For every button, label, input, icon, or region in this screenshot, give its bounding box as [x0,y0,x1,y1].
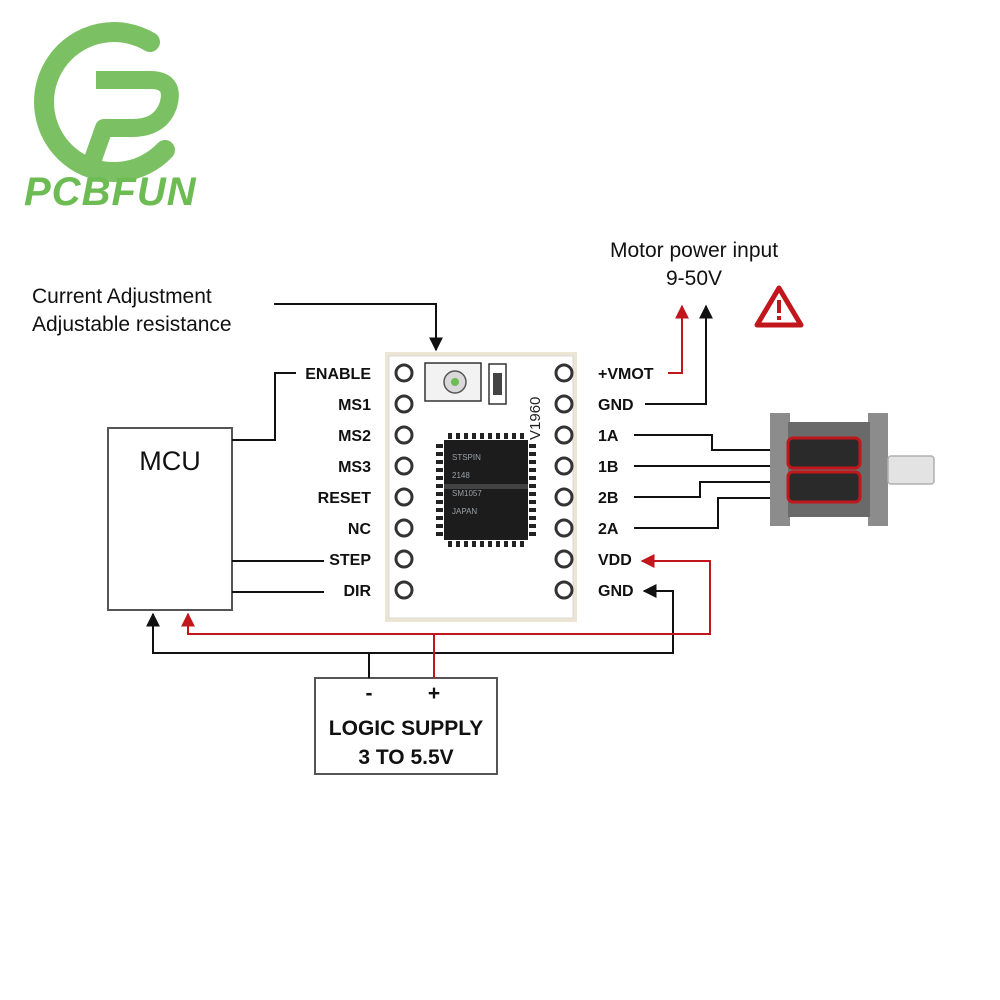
logic-power-wire [181,554,711,678]
chip-marking-2: SM1057 [452,489,482,498]
pin-label-ms1: MS1 [338,397,371,414]
motor-power-label-2: 9-50V [666,267,722,290]
pin-label-2b-4: 2B [598,490,618,507]
pin-label-gnd-1: GND [598,397,634,414]
pad-right-2b-4 [554,487,574,507]
pad-right-1b-3 [554,456,574,476]
pad-right-2a-5 [554,518,574,538]
supply-minus-label: - [366,682,373,705]
chip-marking-1: 2148 [452,471,470,480]
pin-label-enable: ENABLE [305,366,371,383]
warning-triangle-icon [754,285,804,328]
pad-right-vdd-6 [554,549,574,569]
pad-left-enable [394,363,414,383]
pin-label-dir: DIR [343,583,371,600]
board-marking: V1960 [527,397,544,440]
pin-label-vdd-6: VDD [598,552,632,569]
pin-label-1a-2: 1A [598,428,619,445]
motor-power-label-1: Motor power input [610,239,778,262]
logic-supply-box [314,677,498,775]
chip-marking-3: JAPAN [452,507,477,516]
chip-marking-0: STSPIN [452,453,481,462]
right-pins: +VMOT GND 1A 1B 2B 2A VDD GND [554,363,654,600]
pin-label-ms2: MS2 [338,428,371,445]
pin-label-gnd-7: GND [598,583,634,600]
pad-left-ms3 [394,456,414,476]
current-adjust-arrow [274,303,443,352]
chip-pins [436,433,536,547]
pin-label-2a-5: 2A [598,521,619,538]
supply-plus-label: + [428,682,440,705]
pin-label-1b-3: 1B [598,459,618,476]
potentiometer-icon [424,362,482,402]
pcbfun-logo-icon [34,22,179,182]
mcu-label: MCU [139,446,201,476]
ground-wire [146,584,674,678]
vmot-wire [668,304,689,374]
pad-left-reset [394,487,414,507]
logo-text: PCBFUN [24,170,197,214]
mcu-box [107,427,233,611]
pad-right-vmot-0 [554,363,574,383]
stepper-motor-icon [770,413,935,526]
logic-supply-label-1: LOGIC SUPPLY [329,717,483,740]
logic-supply-label-2: 3 TO 5.5V [358,746,453,769]
pad-left-dir [394,580,414,600]
current-adjust-label-1: Current Adjustment [32,285,212,308]
current-adjust-label-2: Adjustable resistance [32,313,232,336]
pin-label-reset: RESET [318,490,372,507]
pin-label-step: STEP [329,552,371,569]
control-wires [232,372,324,593]
pad-left-nc [394,518,414,538]
pad-right-1a-2 [554,425,574,445]
pin-label-ms3: MS3 [338,459,371,476]
pin-label-vmot-0: +VMOT [598,366,654,383]
pad-left-ms1 [394,394,414,414]
brand-logo: PCBFUN [24,22,197,214]
pad-left-step [394,549,414,569]
pad-right-gnd-1 [554,394,574,414]
pad-right-gnd-7 [554,580,574,600]
pad-left-ms2 [394,425,414,445]
pin-label-nc: NC [348,521,372,538]
motor-gnd-wire [645,304,713,405]
